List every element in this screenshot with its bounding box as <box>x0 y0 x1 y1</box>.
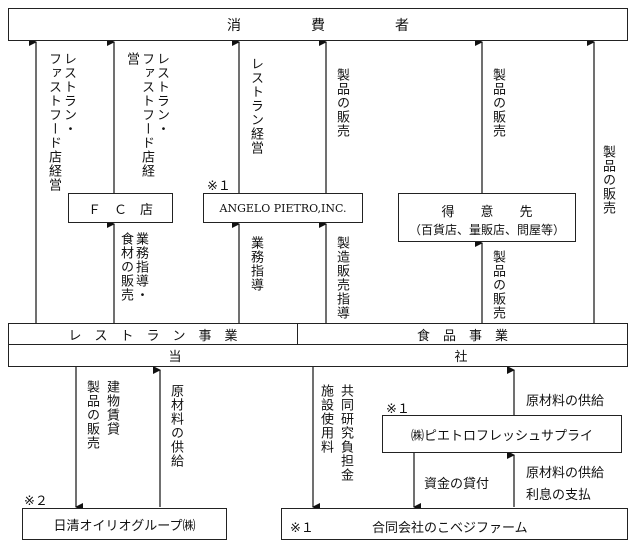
label-mfg-sales-guidance: 製造販売指導 <box>334 236 349 320</box>
label-restaurant-ff-2: レストラン・ファストフード店経営 <box>124 52 169 178</box>
label-product-sales-3: 製品の販売 <box>600 145 615 215</box>
label-interest: 利息の支払 <box>526 488 592 503</box>
consumer-box: 消 費 者 <box>8 8 628 41</box>
nisshin-label: 日清オイリオグループ㈱ <box>53 518 196 534</box>
label-product-sales-2: 製品の販売 <box>490 68 505 138</box>
company-box: 当 社 <box>8 344 628 367</box>
consumer-label: 消 費 者 <box>227 17 409 34</box>
label-raw-material-supply-1: 原材料の供給 <box>168 384 183 468</box>
angelo-box: ANGELO PIETRO,INC. <box>203 193 363 223</box>
customers-title: 得 意 先 <box>441 205 533 220</box>
label-raw-material-supply-3: 原材料の供給 <box>526 466 605 481</box>
note-2-nisshin: ※２ <box>24 494 48 509</box>
food-business-box: 食 品 事 業 <box>297 323 628 345</box>
food-business-label: 食 品 事 業 <box>416 328 508 344</box>
noko-label: 合同会社のこベジファーム <box>372 521 528 536</box>
company-label: 当 社 <box>168 350 468 365</box>
label-product-sales-nisshin: 製品の販売 <box>84 380 99 450</box>
nisshin-box: 日清オイリオグループ㈱ <box>22 508 227 540</box>
label-joint-research: 共同研究負担金 <box>338 384 353 482</box>
label-loan: 資金の貸付 <box>424 477 490 492</box>
label-product-sales-4: 製品の販売 <box>490 250 505 320</box>
label-business-guidance: 業務指導 <box>248 236 263 292</box>
label-facility-fee: 施設使用料 <box>318 384 333 454</box>
label-restaurant-mgmt: レストラン経営 <box>248 57 263 155</box>
label-raw-material-supply-2: 原材料の供給 <box>526 394 605 409</box>
label-restaurant-ff-1: レストラン・ファストフード店経営 <box>46 52 76 192</box>
note-1-pietro: ※１ <box>386 402 410 417</box>
fc-store-box: Ｆ Ｃ 店 <box>68 193 173 223</box>
note-1-angelo: ※１ <box>207 179 231 194</box>
pietro-fresh-label: ㈱ピエトロフレッシュサプライ <box>410 428 593 444</box>
angelo-label: ANGELO PIETRO,INC. <box>219 201 347 215</box>
customers-sub: （百貨店、量販店、問屋等） <box>408 223 565 237</box>
fc-store-label: Ｆ Ｃ 店 <box>87 202 153 218</box>
label-building-lease: 建物賃貸 <box>104 380 119 436</box>
note-1-noko: ※１ <box>290 521 314 536</box>
noko-box: ※１ 合同会社のこベジファーム <box>281 508 628 540</box>
restaurant-business-box: レ ス ト ラ ン 事 業 <box>8 323 298 345</box>
pietro-fresh-box: ㈱ピエトロフレッシュサプライ <box>382 415 622 453</box>
customers-box: 得 意 先 （百貨店、量販店、問屋等） <box>398 193 576 242</box>
label-product-sales-1: 製品の販売 <box>334 68 349 138</box>
restaurant-business-label: レ ス ト ラ ン 事 業 <box>68 328 238 344</box>
label-business-guidance-fc: 業務指導・食材の販売 <box>118 232 148 302</box>
